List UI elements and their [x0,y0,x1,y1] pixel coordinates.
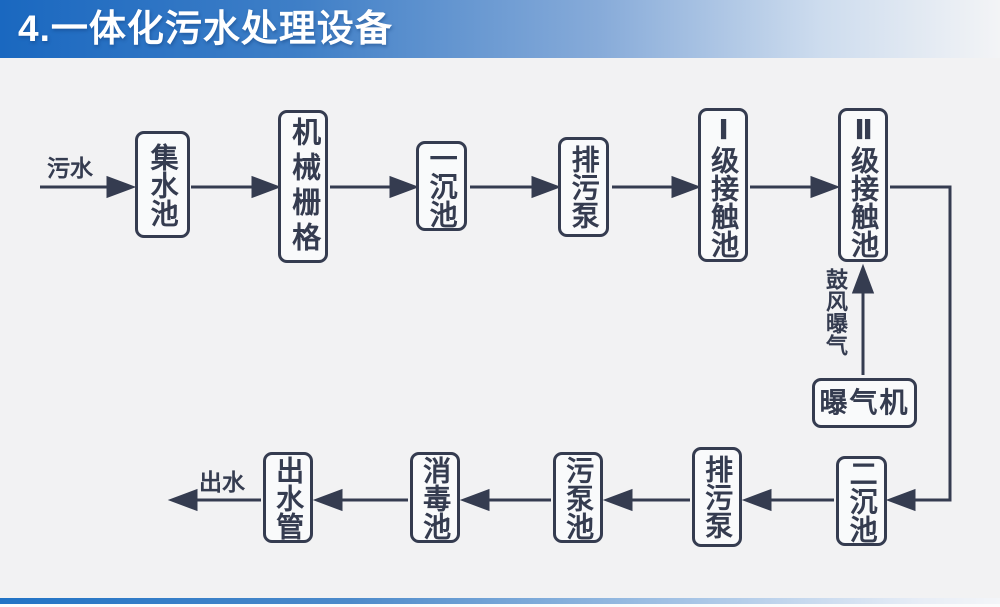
aeration-label: 鼓风曝气 [823,268,848,356]
node-secondary-sedimentation-tank: 二沉池 [836,456,887,546]
arrowhead-right-icon [810,175,841,199]
arrowhead-left-icon [312,488,343,512]
arrowhead-right-icon [389,175,420,199]
arrowhead-right-icon [106,175,137,199]
node-level2-contact-tank: Ⅱ级接触池 [838,108,888,262]
node-primary-sedimentation-tank: 一沉池 [416,141,467,231]
node-outlet-pipe: 出水管 [263,452,313,543]
node-mechanical-grid: 机械栅格 [278,110,328,263]
bottom-accent-bar [0,598,1000,604]
page-title: 4.一体化污水处理设备 [18,8,393,49]
title-banner: 4.一体化污水处理设备 [0,0,1000,58]
bottom-strip [0,604,1000,607]
node-sewage-pump-top: 排污泵 [558,137,609,237]
arrowhead-up-icon [851,263,875,294]
node-aerator: 曝气机 [812,378,917,428]
node-level1-contact-tank: Ⅰ级接触池 [698,108,748,262]
arrowhead-left-icon [602,488,633,512]
arrowhead-left-icon [741,488,772,512]
node-sewage-pump-tank: 污泵池 [553,452,603,543]
arrowhead-right-icon [671,175,702,199]
arrowhead-left-icon [167,488,198,512]
arrowhead-right-icon [251,175,282,199]
node-collecting-tank: 集水池 [135,131,190,238]
arrowhead-left-icon [885,488,916,512]
node-disinfection-tank: 消毒池 [410,452,460,543]
node-sewage-pump-bottom: 排污泵 [692,447,742,547]
inflow-label: 污水 [47,155,93,181]
outflow-label: 出水 [199,469,245,495]
arrowhead-right-icon [531,175,562,199]
arrowhead-left-icon [459,488,490,512]
